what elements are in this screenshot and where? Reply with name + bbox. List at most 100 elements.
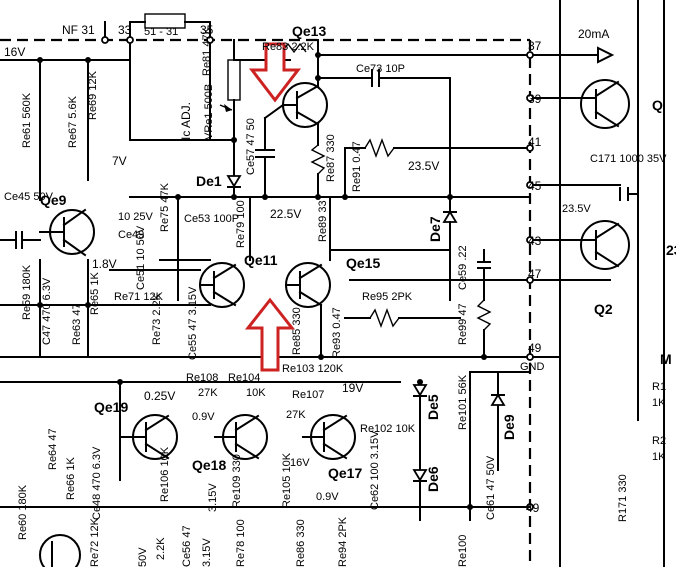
label-0-9v-b: 0.9V: [316, 491, 339, 503]
label-r2k: 1K: [652, 451, 666, 463]
label-qe19: Qe19: [94, 399, 128, 415]
qe19-transistor: [119, 414, 178, 460]
label-re71: Re71 12K: [114, 291, 164, 303]
label-re63: Re63 47: [71, 303, 83, 345]
label-0-9v-a: 0.9V: [192, 411, 215, 423]
label-c47: C47 470 6.3V: [41, 277, 53, 345]
label-ce62: Ce62 100 3.15V: [369, 430, 381, 510]
label-ce45: Ce45 50V: [4, 191, 54, 203]
terminal-37: 37: [528, 39, 542, 53]
label-re72: Re72 12K: [89, 517, 101, 567]
label-r171: R171 330: [617, 474, 629, 522]
label-r1k: 1K: [652, 397, 666, 409]
label-re66: Re66 1K: [65, 457, 77, 500]
label-qe15: Qe15: [346, 255, 380, 271]
label-de7: De7: [427, 216, 443, 242]
label-thermistor: 51 - 31: [144, 26, 178, 38]
de6-diode: [412, 469, 428, 482]
label-re69: Re69 12K: [87, 70, 99, 120]
label-qe13: Qe13: [292, 23, 326, 39]
label-re100: Re100: [457, 535, 469, 567]
dashed-board-boundary: [0, 38, 532, 567]
label-ce73: Ce73 10P: [356, 63, 405, 75]
terminal-gnd: GND: [520, 361, 545, 373]
label-de1: De1: [196, 173, 222, 189]
label-m: M: [660, 351, 672, 367]
label-qe9: Qe9: [40, 192, 67, 208]
label-3-15v: 3.15V: [207, 483, 219, 512]
qe17-transistor: [302, 414, 356, 460]
label-re87: Re87 330: [325, 134, 337, 182]
label-re101: Re101 56K: [457, 374, 469, 430]
qe15-transistor: [285, 262, 331, 358]
red-arrow-down: [248, 42, 302, 103]
label-ce59: Ce59 .22: [457, 245, 469, 290]
terminal-39: 39: [528, 92, 542, 106]
re99-resistor: [476, 279, 492, 358]
label-ce51: Ce51 10 50V: [135, 225, 147, 290]
label-c171: C171 1000 35V: [590, 153, 667, 165]
label-re91: Re91 0.47: [351, 141, 363, 192]
ic-adjust-pot: [219, 104, 233, 112]
left-rails: [0, 59, 211, 358]
junction-dots: [37, 52, 487, 510]
label-23: 23: [666, 242, 676, 258]
label-re106: Re106 10K: [159, 446, 171, 502]
bottom-left-transistor: [39, 534, 81, 567]
label-16v: 16V: [4, 45, 25, 59]
de9-diode: [490, 393, 506, 406]
label-re75: Re75 47K: [159, 182, 171, 232]
terminal-33: 33: [118, 23, 132, 37]
label-ce57: Ce57 47 50: [245, 118, 257, 175]
label-re61: Re61 560K: [21, 92, 33, 148]
terminal-pads: [101, 36, 534, 511]
qe18-transistor: [214, 414, 268, 460]
label-qe11: Qe11: [244, 252, 278, 268]
label-re86: Re86 330: [295, 519, 307, 567]
terminal-47: 47: [528, 267, 542, 281]
label-ce53: Ce53 100P: [184, 213, 239, 225]
label-qe18: Qe18: [192, 457, 226, 473]
ce45-capacitor: [0, 231, 41, 249]
label-de5: De5: [425, 394, 441, 420]
label-re94: Re94 2PK: [337, 516, 349, 567]
label-re85: Re85 330: [291, 307, 303, 355]
label-re109: Re109 330: [231, 454, 243, 508]
qe11-transistor: [199, 262, 245, 308]
de1-diode: [226, 175, 242, 198]
label-re89: Re89 33: [317, 200, 329, 242]
re87-resistor: [310, 144, 326, 198]
terminal-43: 43: [528, 234, 542, 248]
label-de9: De9: [501, 414, 517, 440]
terminal-35: 35: [200, 23, 214, 37]
ce73-capacitor: [317, 69, 451, 211]
label-ce49: Ce49: [118, 229, 144, 241]
label-re104: Re104: [228, 372, 260, 384]
label-re108: Re108: [186, 372, 218, 384]
label-7v: 7V: [112, 154, 127, 168]
right-rails: [559, 0, 665, 567]
label-ic-adj: Ic ADJ.: [179, 102, 193, 140]
current-arrow: [579, 46, 615, 64]
label-re60: Re60 180K: [17, 484, 29, 540]
terminal-41: 41: [528, 135, 542, 149]
c171-capacitor: [619, 187, 639, 201]
label-2-2k: 2.2K: [155, 537, 167, 560]
label-qe17: Qe17: [328, 465, 362, 481]
label-re79: Re79 100: [235, 200, 247, 248]
label-ce48: Ce48 470 6.3V: [91, 446, 103, 520]
label-de6: De6: [425, 466, 441, 492]
label-ce61: Ce61 47 50V: [485, 455, 497, 520]
terminal-49a: 49: [528, 341, 542, 355]
label-16v-b: 16V: [290, 457, 310, 469]
label-re81: Re81 47K: [201, 26, 213, 76]
label-re83: Re83 2.2K: [262, 41, 315, 53]
label-ce56v: 3.15V: [201, 538, 213, 567]
ce57-capacitor: [255, 103, 285, 198]
label-re95: Re95 2PK: [362, 291, 413, 303]
label-vre1: VRe1 500B: [203, 84, 215, 140]
terminal-strip: [0, 54, 621, 358]
qe13-transistor: [282, 39, 328, 146]
red-arrow-up: [244, 297, 296, 372]
